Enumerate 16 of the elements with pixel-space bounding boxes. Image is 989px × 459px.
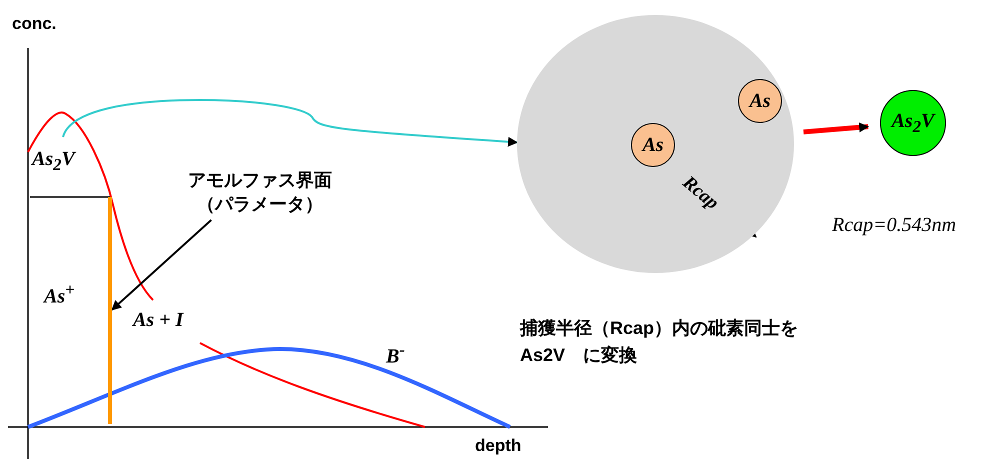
arsenic-atom: As (631, 123, 675, 167)
curve-label: B$^{-}$ (386, 340, 405, 369)
leader-arrow (111, 219, 212, 311)
arrow (803, 122, 870, 134)
axis-label: conc. (12, 14, 56, 34)
radius-value: Rcap=0.543nm (832, 214, 956, 237)
description-text: 捕獲半径（Rcap）内の砒素同士を (520, 317, 798, 340)
axis-label: depth (475, 436, 522, 456)
description-text: As2V に変換 (520, 344, 638, 367)
region-label: As$_{2}$V (32, 148, 75, 175)
region-label: As + I (133, 309, 184, 332)
arsenic-atom: As (738, 79, 782, 123)
cluster-circle: As$_{2}$V (880, 90, 946, 156)
region-label: As$^{+}$ (44, 280, 75, 309)
note-text: アモルファス界面（パラメータ） (187, 169, 333, 216)
curved-arrow (62, 99, 518, 147)
